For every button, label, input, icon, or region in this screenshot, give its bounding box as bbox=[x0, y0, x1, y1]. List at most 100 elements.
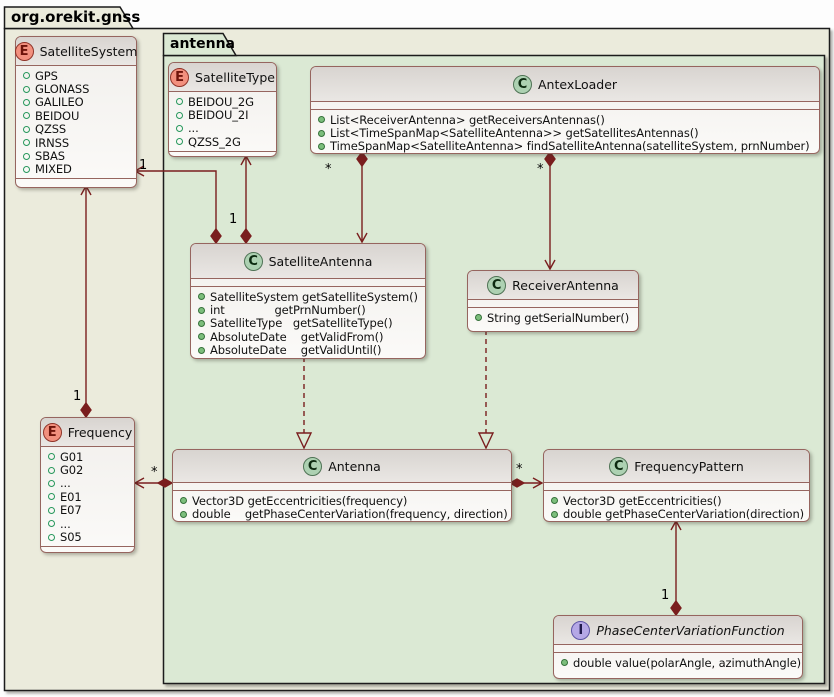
fields-compartment-empty bbox=[554, 645, 802, 653]
arrowhead-icon bbox=[356, 232, 368, 244]
member-text: G02 bbox=[60, 463, 84, 478]
member-text: E01 bbox=[60, 489, 82, 504]
member-text: List<TimeSpanMap<SatelliteAntenna>> getS… bbox=[330, 126, 699, 141]
multiplicity-label: * bbox=[325, 162, 332, 177]
relation-receiverantenna-antenna bbox=[477, 330, 495, 450]
fields-compartment-empty bbox=[173, 483, 511, 491]
enum-constant-icon bbox=[23, 98, 30, 106]
arrowhead-icon bbox=[532, 477, 544, 489]
member-row: GALILEO bbox=[16, 95, 136, 109]
class-header: E SatelliteSystem bbox=[14, 37, 137, 66]
composition-diamond-icon bbox=[156, 478, 174, 488]
method-visibility-icon bbox=[198, 346, 205, 354]
enum-constant-icon bbox=[23, 165, 30, 173]
generalization-triangle-icon bbox=[295, 432, 313, 450]
member-row: TimeSpanMap<SatelliteAntenna> findSatell… bbox=[311, 139, 819, 154]
class-title: AntexLoader bbox=[537, 76, 618, 92]
member-text: S05 bbox=[60, 530, 82, 545]
enum-constant-icon bbox=[48, 506, 55, 514]
member-text: List<ReceiverAntenna> getReceiversAntenn… bbox=[330, 112, 605, 127]
relation-antenna-frequencypattern bbox=[508, 477, 544, 489]
member-text: E07 bbox=[60, 503, 82, 518]
member-row: double getPhaseCenterVariation(frequency… bbox=[173, 507, 511, 522]
method-visibility-icon bbox=[475, 314, 482, 322]
member-row: GPS bbox=[16, 69, 136, 83]
member-text: double getPhaseCenterVariation(frequency… bbox=[192, 507, 508, 522]
multiplicity-label: 1 bbox=[139, 158, 148, 173]
member-text: SatelliteSystem getSatelliteSystem() bbox=[210, 289, 418, 304]
class-icon: C bbox=[512, 74, 532, 94]
enum-constant-icon bbox=[23, 72, 30, 80]
multiplicity-label: 1 bbox=[73, 389, 82, 404]
member-text: QZSS bbox=[35, 122, 67, 137]
member-text: ... bbox=[60, 476, 71, 491]
interface-icon: I bbox=[571, 620, 591, 640]
member-row: Vector3D getEccentricities(frequency) bbox=[173, 494, 511, 508]
member-row: IRNSS bbox=[16, 135, 136, 150]
member-row: BEIDOU_2G bbox=[169, 95, 276, 109]
arrowhead-icon bbox=[544, 259, 556, 271]
class-box-frequencypattern: C FrequencyPattern Vector3D getEccentric… bbox=[543, 449, 810, 522]
enum-constant-icon bbox=[23, 112, 30, 120]
method-visibility-icon bbox=[551, 497, 558, 505]
member-row: E01 bbox=[41, 489, 134, 504]
member-row: BEIDOU_2I bbox=[169, 108, 276, 123]
enum-constant-icon bbox=[23, 152, 30, 160]
relation-function-frequencypattern bbox=[670, 519, 682, 617]
relation-antenna-frequency bbox=[133, 477, 174, 489]
composition-diamond-icon bbox=[544, 150, 556, 168]
class-header: C FrequencyPattern bbox=[544, 450, 809, 483]
member-row: double value(polarAngle, azimuthAngle) bbox=[554, 655, 802, 670]
multiplicity-label: 1 bbox=[229, 212, 238, 227]
class-icon: C bbox=[243, 251, 263, 271]
member-row: ... bbox=[41, 517, 134, 531]
member-text: String getSerialNumber() bbox=[487, 310, 630, 325]
method-visibility-icon bbox=[318, 129, 325, 137]
member-text: AbsoluteDate getValidFrom() bbox=[210, 329, 384, 344]
package-antenna bbox=[162, 32, 826, 685]
method-visibility-icon bbox=[180, 497, 187, 505]
methods: Vector3D getEccentricities()double getPh… bbox=[544, 491, 809, 523]
class-box-antenna: C Antenna Vector3D getEccentricities(fre… bbox=[172, 449, 512, 522]
member-row: E07 bbox=[41, 503, 134, 518]
class-title: FrequencyPattern bbox=[634, 458, 744, 474]
enum-constant-icon bbox=[23, 85, 30, 93]
enum-icon: E bbox=[14, 41, 34, 61]
methods: double value(polarAngle, azimuthAngle) bbox=[554, 653, 802, 671]
member-text: ... bbox=[188, 121, 199, 136]
fields-compartment-empty bbox=[468, 300, 638, 308]
member-row: G02 bbox=[41, 463, 134, 478]
class-header: C SatelliteAntenna bbox=[191, 244, 425, 279]
member-row: QZSS bbox=[16, 122, 136, 137]
member-row: ... bbox=[41, 476, 134, 491]
member-text: AbsoluteDate getValidUntil() bbox=[210, 343, 382, 358]
multiplicity-label: * bbox=[537, 162, 544, 177]
package-tab bbox=[3, 6, 135, 30]
relation-satelliteantenna-antenna bbox=[295, 357, 313, 450]
method-visibility-icon bbox=[318, 142, 325, 150]
multiplicity-label: * bbox=[151, 465, 158, 480]
member-text: TimeSpanMap<SatelliteAntenna> findSatell… bbox=[330, 139, 810, 154]
member-text: double value(polarAngle, azimuthAngle) bbox=[573, 655, 802, 670]
methods: String getSerialNumber() bbox=[468, 308, 638, 326]
multiplicity-label: 1 bbox=[661, 588, 670, 603]
member-text: BEIDOU_2I bbox=[188, 108, 249, 123]
member-text: QZSS_2G bbox=[188, 134, 241, 149]
package-body bbox=[162, 54, 826, 685]
member-text: IRNSS bbox=[35, 135, 70, 150]
class-header: C ReceiverAntenna bbox=[468, 271, 638, 300]
member-row: BEIDOU bbox=[16, 109, 136, 123]
enum-icon: E bbox=[170, 67, 190, 87]
enum-constant-icon bbox=[176, 124, 183, 132]
multiplicity-label: * bbox=[516, 462, 523, 477]
class-icon: C bbox=[303, 456, 323, 476]
enum-constant-icon bbox=[48, 493, 55, 501]
member-text: Vector3D getEccentricities() bbox=[563, 493, 722, 508]
enum-constant-icon bbox=[23, 125, 30, 133]
method-visibility-icon bbox=[561, 659, 568, 667]
class-box-satelliteantenna: C SatelliteAntenna SatelliteSystem getSa… bbox=[190, 243, 426, 359]
member-row: G01 bbox=[41, 450, 134, 464]
member-row: ... bbox=[169, 121, 276, 136]
